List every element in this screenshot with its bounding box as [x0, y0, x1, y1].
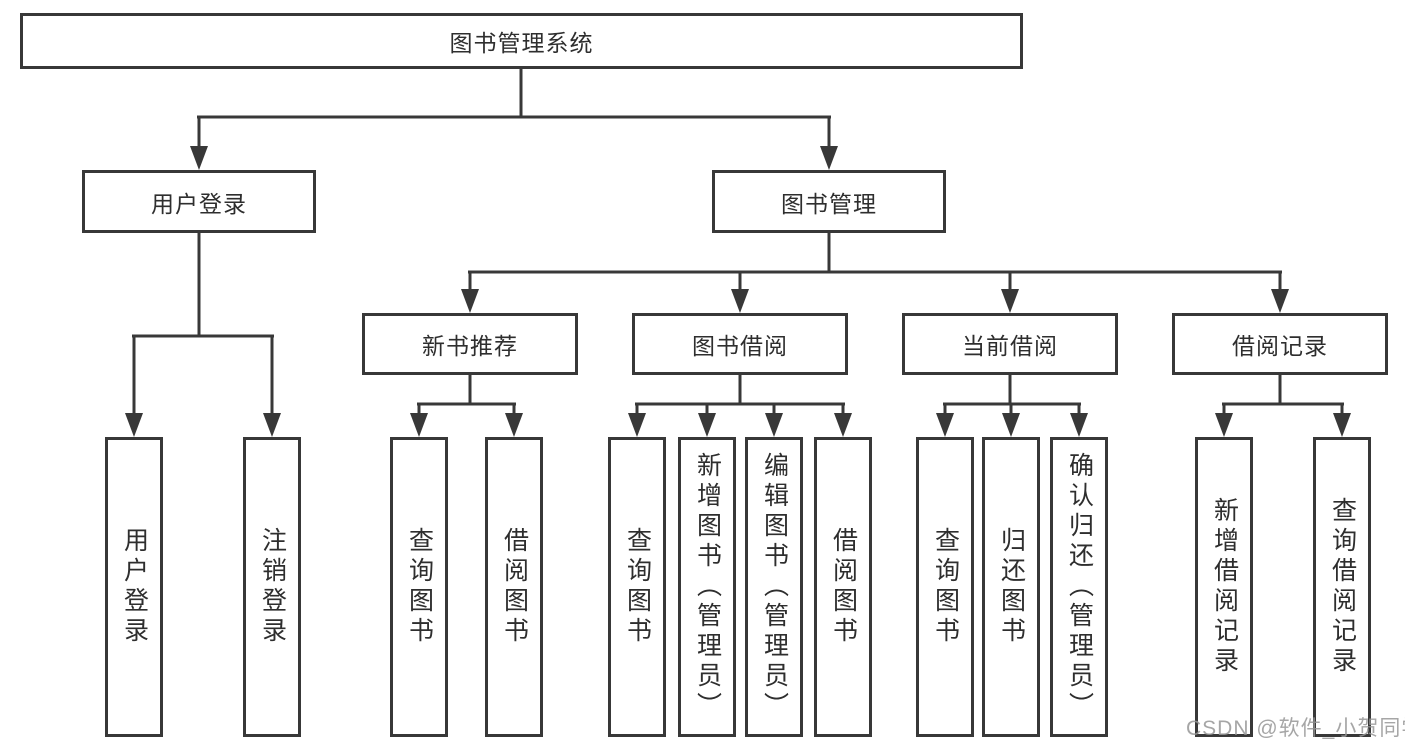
connector-records-to-leaves — [1215, 375, 1351, 437]
connector-newbooks-to-leaves — [410, 375, 523, 437]
connector-login-to-leaves — [125, 233, 281, 437]
leaf-label: 借阅图书 — [500, 527, 529, 647]
leaf-return-book: 归还图书 — [982, 437, 1040, 737]
node-label: 图书借阅 — [692, 333, 788, 359]
connector-borrow-to-leaves — [628, 375, 852, 437]
node-root-label: 图书管理系统 — [449, 30, 594, 56]
connector-current-to-leaves — [936, 375, 1088, 437]
leaf-label: 查询图书 — [931, 527, 960, 647]
leaf-borrow-books-1: 借阅图书 — [485, 437, 543, 737]
node-label: 借阅记录 — [1232, 333, 1328, 359]
leaf-label: 归还图书 — [997, 527, 1026, 647]
leaf-edit-book-admin: 编辑图书（管理员） — [745, 437, 803, 737]
node-root: 图书管理系统 — [20, 13, 1023, 69]
node-label: 用户登录 — [151, 190, 247, 217]
leaf-label: 确认归还（管理员） — [1065, 452, 1094, 722]
leaf-user-login: 用户登录 — [105, 437, 163, 737]
leaf-label: 用户登录 — [120, 527, 149, 647]
connector-root-to-branches — [190, 69, 838, 170]
leaf-label: 借阅图书 — [829, 527, 858, 647]
leaf-confirm-return-admin: 确认归还（管理员） — [1050, 437, 1108, 737]
leaf-query-books-2: 查询图书 — [608, 437, 666, 737]
leaf-add-borrow-record: 新增借阅记录 — [1195, 437, 1253, 737]
node-book-borrow: 图书借阅 — [632, 313, 848, 375]
node-new-book-recommend: 新书推荐 — [362, 313, 578, 375]
leaf-add-book-admin: 新增图书（管理员） — [678, 437, 736, 737]
leaf-query-books-3: 查询图书 — [916, 437, 974, 737]
leaf-label: 查询图书 — [405, 527, 434, 647]
leaf-query-borrow-record: 查询借阅记录 — [1313, 437, 1371, 737]
leaf-borrow-books-2: 借阅图书 — [814, 437, 872, 737]
leaf-label: 注销登录 — [258, 527, 287, 647]
node-label: 当前借阅 — [962, 333, 1058, 359]
leaf-label: 新增借阅记录 — [1210, 497, 1239, 677]
csdn-watermark: CSDN @软件_小贺同学 — [1186, 717, 1405, 740]
leaf-label: 查询借阅记录 — [1328, 497, 1357, 677]
leaf-logout: 注销登录 — [243, 437, 301, 737]
leaf-label: 查询图书 — [623, 527, 652, 647]
node-current-borrow: 当前借阅 — [902, 313, 1118, 375]
node-label: 新书推荐 — [422, 333, 518, 359]
leaf-label: 新增图书（管理员） — [693, 452, 722, 722]
leaf-query-books-1: 查询图书 — [390, 437, 448, 737]
leaf-label: 编辑图书（管理员） — [760, 452, 789, 722]
node-label: 图书管理 — [781, 190, 877, 217]
node-book-management: 图书管理 — [712, 170, 946, 233]
node-user-login: 用户登录 — [82, 170, 316, 233]
node-borrow-records: 借阅记录 — [1172, 313, 1388, 375]
connector-mgmt-to-sections — [461, 233, 1289, 313]
